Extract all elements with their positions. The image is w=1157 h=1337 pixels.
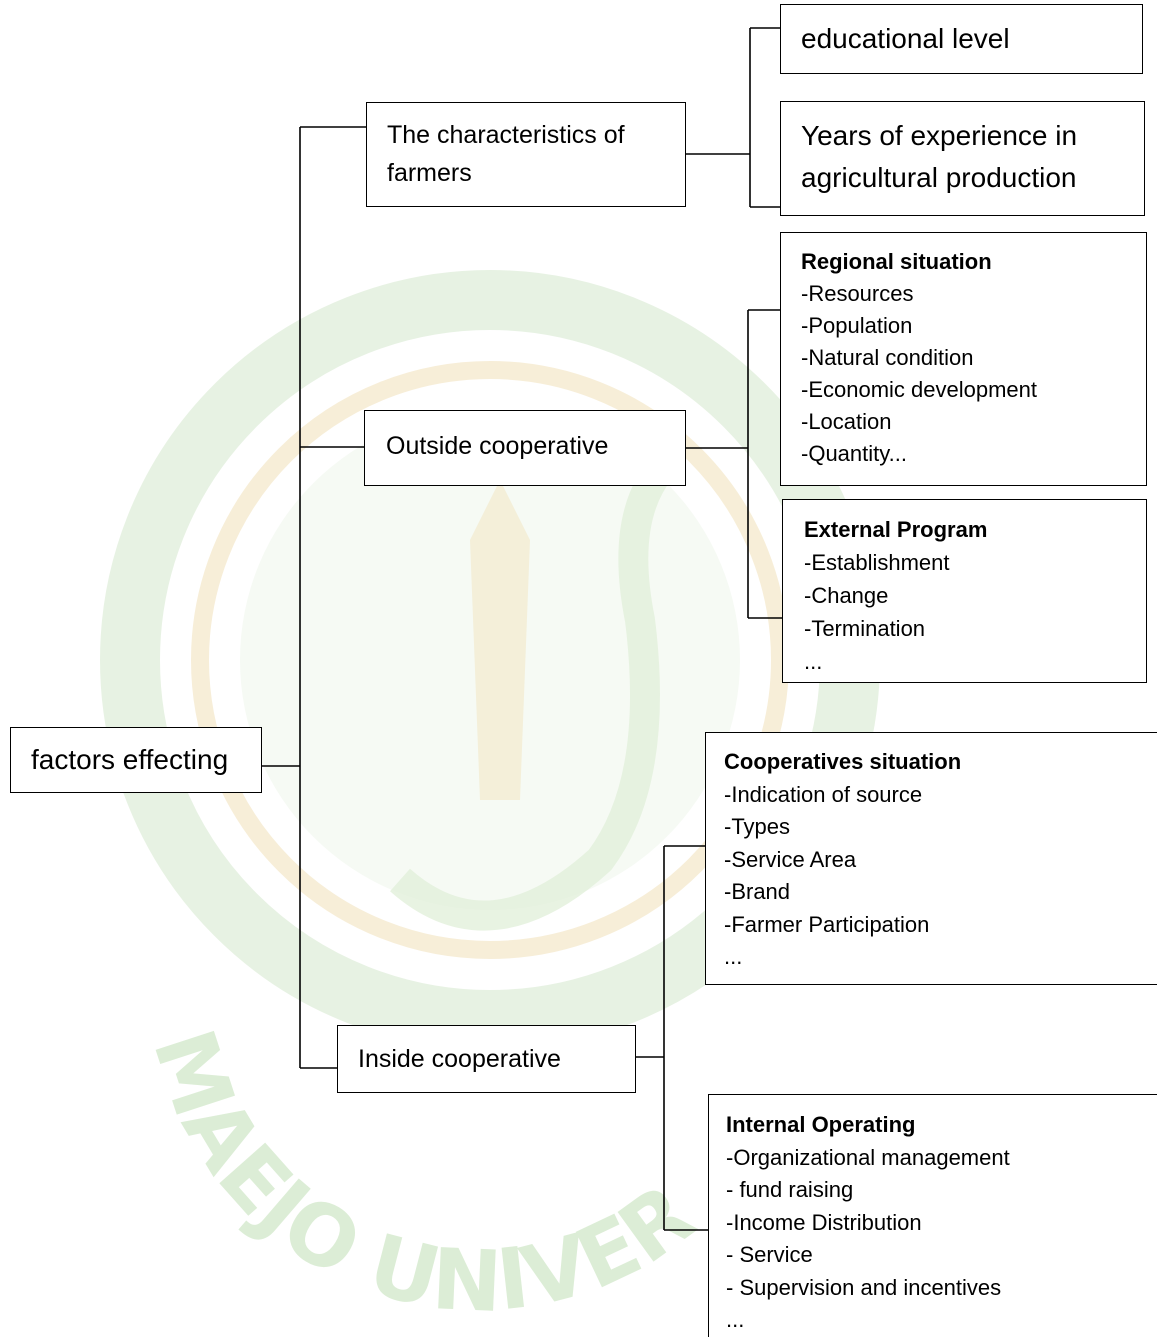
cooperatives-item: -Indication of source [724, 781, 923, 807]
regional-item: -Quantity... [801, 441, 907, 466]
leaf-external-program: External Program -Establishment -Change … [782, 499, 1147, 683]
leaf-years-experience-text: Years of experience in agricultural prod… [801, 120, 1078, 193]
internal-item: - Supervision and incentives [726, 1274, 1002, 1300]
branch-farmers-label: The characteristics of farmers [387, 121, 625, 187]
external-item: -Establishment [804, 550, 950, 575]
internal-item: -Organizational management [726, 1144, 1010, 1170]
cooperatives-item: ... [724, 944, 743, 969]
internal-item: -Income Distribution [726, 1209, 922, 1235]
leaf-educational-level: educational level [780, 4, 1143, 74]
regional-item: -Location [801, 409, 892, 434]
internal-item: ... [726, 1307, 745, 1332]
external-item: -Change [804, 583, 889, 608]
cooperatives-item: -Service Area [724, 846, 857, 872]
regional-situation-title: Regional situation [801, 249, 992, 274]
regional-item: -Natural condition [801, 345, 974, 370]
branch-inside-cooperative: Inside cooperative [337, 1025, 636, 1093]
root-label: factors effecting [31, 744, 229, 775]
cooperatives-item: -Brand [724, 879, 791, 904]
branch-outside-cooperative: Outside cooperative [364, 410, 686, 486]
cooperatives-situation-title: Cooperatives situation [724, 749, 962, 774]
internal-item: - fund raising [726, 1177, 854, 1202]
external-program-title: External Program [804, 517, 988, 542]
regional-item: -Population [801, 313, 913, 338]
leaf-years-experience: Years of experience in agricultural prod… [780, 101, 1145, 216]
regional-item: -Resources [801, 281, 914, 306]
root-node: factors effecting [10, 727, 262, 793]
leaf-educational-level-text: educational level [801, 23, 1010, 54]
leaf-regional-situation: Regional situation -Resources -Populatio… [780, 232, 1147, 486]
cooperatives-item: -Farmer Participation [724, 911, 930, 937]
branch-inside-label: Inside cooperative [358, 1045, 561, 1073]
leaf-internal-operating: Internal Operating -Organizational manag… [708, 1094, 1157, 1337]
internal-operating-title: Internal Operating [726, 1112, 916, 1137]
leaf-cooperatives-situation: Cooperatives situation -Indication of so… [705, 732, 1157, 985]
internal-item: - Service [726, 1242, 813, 1267]
branch-farmers-characteristics: The characteristics of farmers [366, 102, 686, 207]
branch-outside-label: Outside cooperative [386, 432, 609, 460]
regional-item: -Economic development [801, 377, 1038, 402]
external-item: ... [804, 649, 823, 674]
cooperatives-item: -Types [724, 814, 791, 839]
external-item: -Termination [804, 616, 926, 641]
